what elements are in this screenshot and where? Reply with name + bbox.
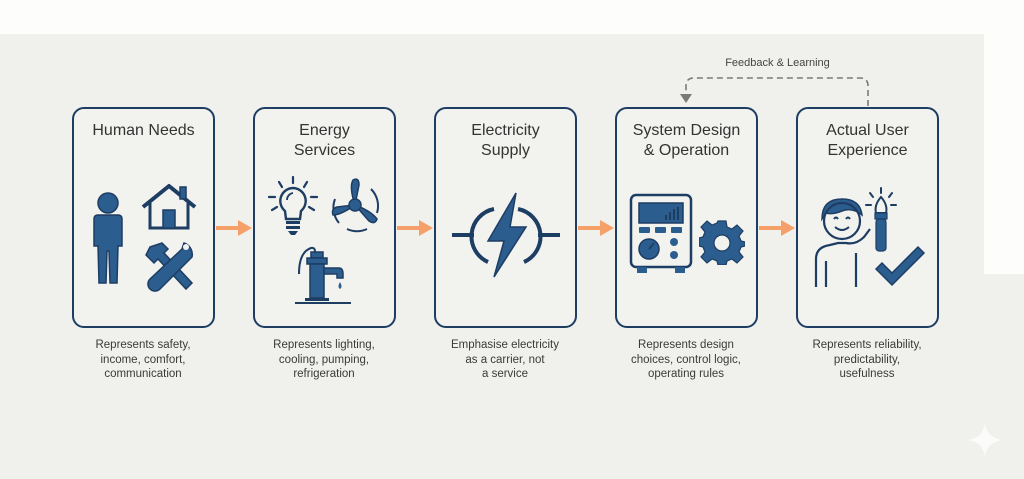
lightbulb-icon	[267, 175, 319, 235]
lightning-bolt-icon	[452, 192, 560, 278]
sparkle-icon	[968, 423, 1002, 457]
tools-icon	[145, 242, 194, 292]
happy-user-icon	[814, 198, 871, 287]
stage-box-human-needs: Human Needs	[72, 107, 215, 328]
person-icon	[93, 192, 123, 284]
water-pump-icon	[295, 246, 351, 304]
flow-arrow-2	[397, 220, 433, 236]
stage-box-system-design: System Design& Operation	[615, 107, 758, 328]
house-icon	[141, 184, 197, 230]
stage-caption: Represents reliability,predictability,us…	[812, 339, 922, 380]
right-panel	[984, 34, 1024, 274]
stage-caption: Represents safety,income, comfort,commun…	[95, 339, 191, 380]
stage-title: Human Needs	[92, 122, 195, 139]
fan-icon	[331, 178, 380, 233]
torch-icon	[865, 187, 897, 252]
stage-caption: Represents lighting,cooling, pumping,ref…	[273, 339, 375, 380]
top-band	[0, 0, 1024, 34]
checkmark-icon	[874, 245, 926, 287]
control-panel-icon	[629, 193, 693, 273]
flow-arrow-4	[759, 220, 795, 236]
flow-arrow-3	[578, 220, 614, 236]
flow-arrow-1	[216, 220, 252, 236]
stage-title: System Design& Operation	[632, 122, 741, 159]
feedback-loop-arrow	[680, 77, 869, 106]
gear-icon	[699, 220, 745, 265]
feedback-label: Feedback & Learning	[725, 57, 830, 69]
